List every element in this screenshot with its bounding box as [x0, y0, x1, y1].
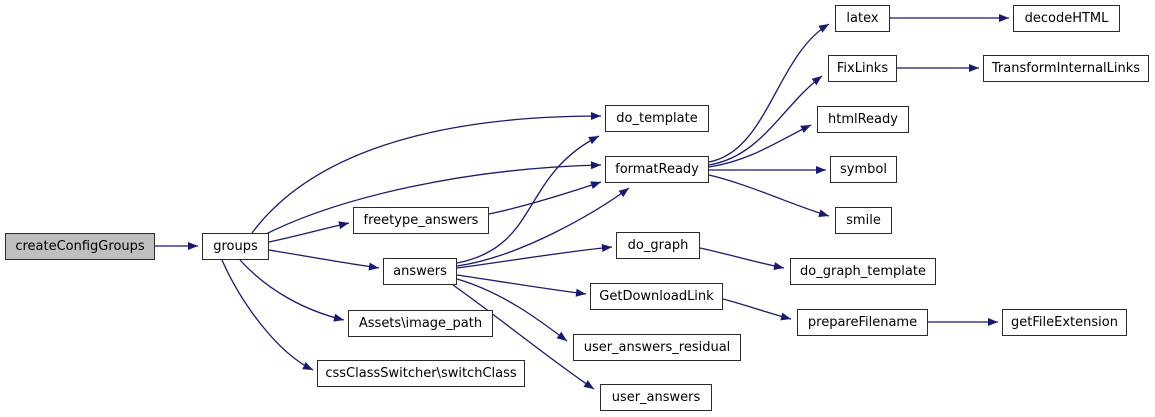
node-do-graph-template[interactable]: do_graph_template [790, 258, 936, 285]
edge-answers-do_graph [456, 244, 613, 269]
node-smile[interactable]: smile [835, 207, 892, 234]
node-get-file-extension[interactable]: getFileExtension [1002, 309, 1127, 336]
node-get-download-link[interactable]: GetDownloadLink [590, 283, 723, 310]
edge-groups-css_class_switcher [221, 259, 314, 371]
node-freetype-answers[interactable]: freetype_answers [353, 207, 489, 234]
node-answers[interactable]: answers [383, 258, 457, 285]
node-assets-image-path[interactable]: Assets\image_path [348, 310, 493, 337]
edge-answers-format_ready [456, 187, 630, 267]
edge-answers-get_download_link [456, 274, 587, 297]
node-groups[interactable]: groups [202, 233, 269, 260]
edge-format_ready-html_ready [708, 124, 812, 168]
edge-format_ready-smile [708, 174, 830, 217]
node-latex[interactable]: latex [835, 5, 890, 32]
node-fix-links[interactable]: FixLinks [828, 55, 897, 82]
node-html-ready[interactable]: htmlReady [817, 106, 909, 133]
edge-answers-user_answers [452, 284, 595, 390]
edge-groups-assets_image_path [239, 259, 345, 322]
node-user-answers[interactable]: user_answers [600, 384, 712, 411]
node-user-answers-residual[interactable]: user_answers_residual [573, 334, 741, 361]
node-format-ready[interactable]: formatReady [605, 156, 709, 183]
node-do-template[interactable]: do_template [605, 105, 709, 132]
edge-get_download_link-prepare_filename [722, 298, 792, 321]
edge-groups-answers [268, 249, 380, 271]
node-prepare-filename[interactable]: prepareFilename [797, 309, 928, 336]
edge-format_ready-fix_links [708, 75, 823, 166]
node-decode-html[interactable]: decodeHTML [1013, 5, 1120, 32]
node-transform-internal-links[interactable]: TransformInternalLinks [983, 55, 1149, 82]
node-css-class-switcher-switch-class[interactable]: cssClassSwitcher\switchClass [317, 360, 525, 387]
edge-groups-do_template [251, 112, 602, 234]
edge-groups-freetype_answers [268, 221, 350, 243]
node-symbol[interactable]: symbol [830, 156, 897, 183]
edge-groups-format_ready [261, 161, 602, 237]
edge-answers-user_answers_residual [456, 278, 568, 342]
edge-answers-do_template [456, 135, 600, 264]
edge-format_ready-latex [708, 23, 830, 163]
node-do-graph[interactable]: do_graph [616, 232, 700, 259]
node-create-config-groups[interactable]: createConfigGroups [5, 233, 155, 260]
edge-do_graph-do_graph_template [699, 247, 785, 270]
edge-freetype_answers-format_ready [488, 181, 602, 215]
